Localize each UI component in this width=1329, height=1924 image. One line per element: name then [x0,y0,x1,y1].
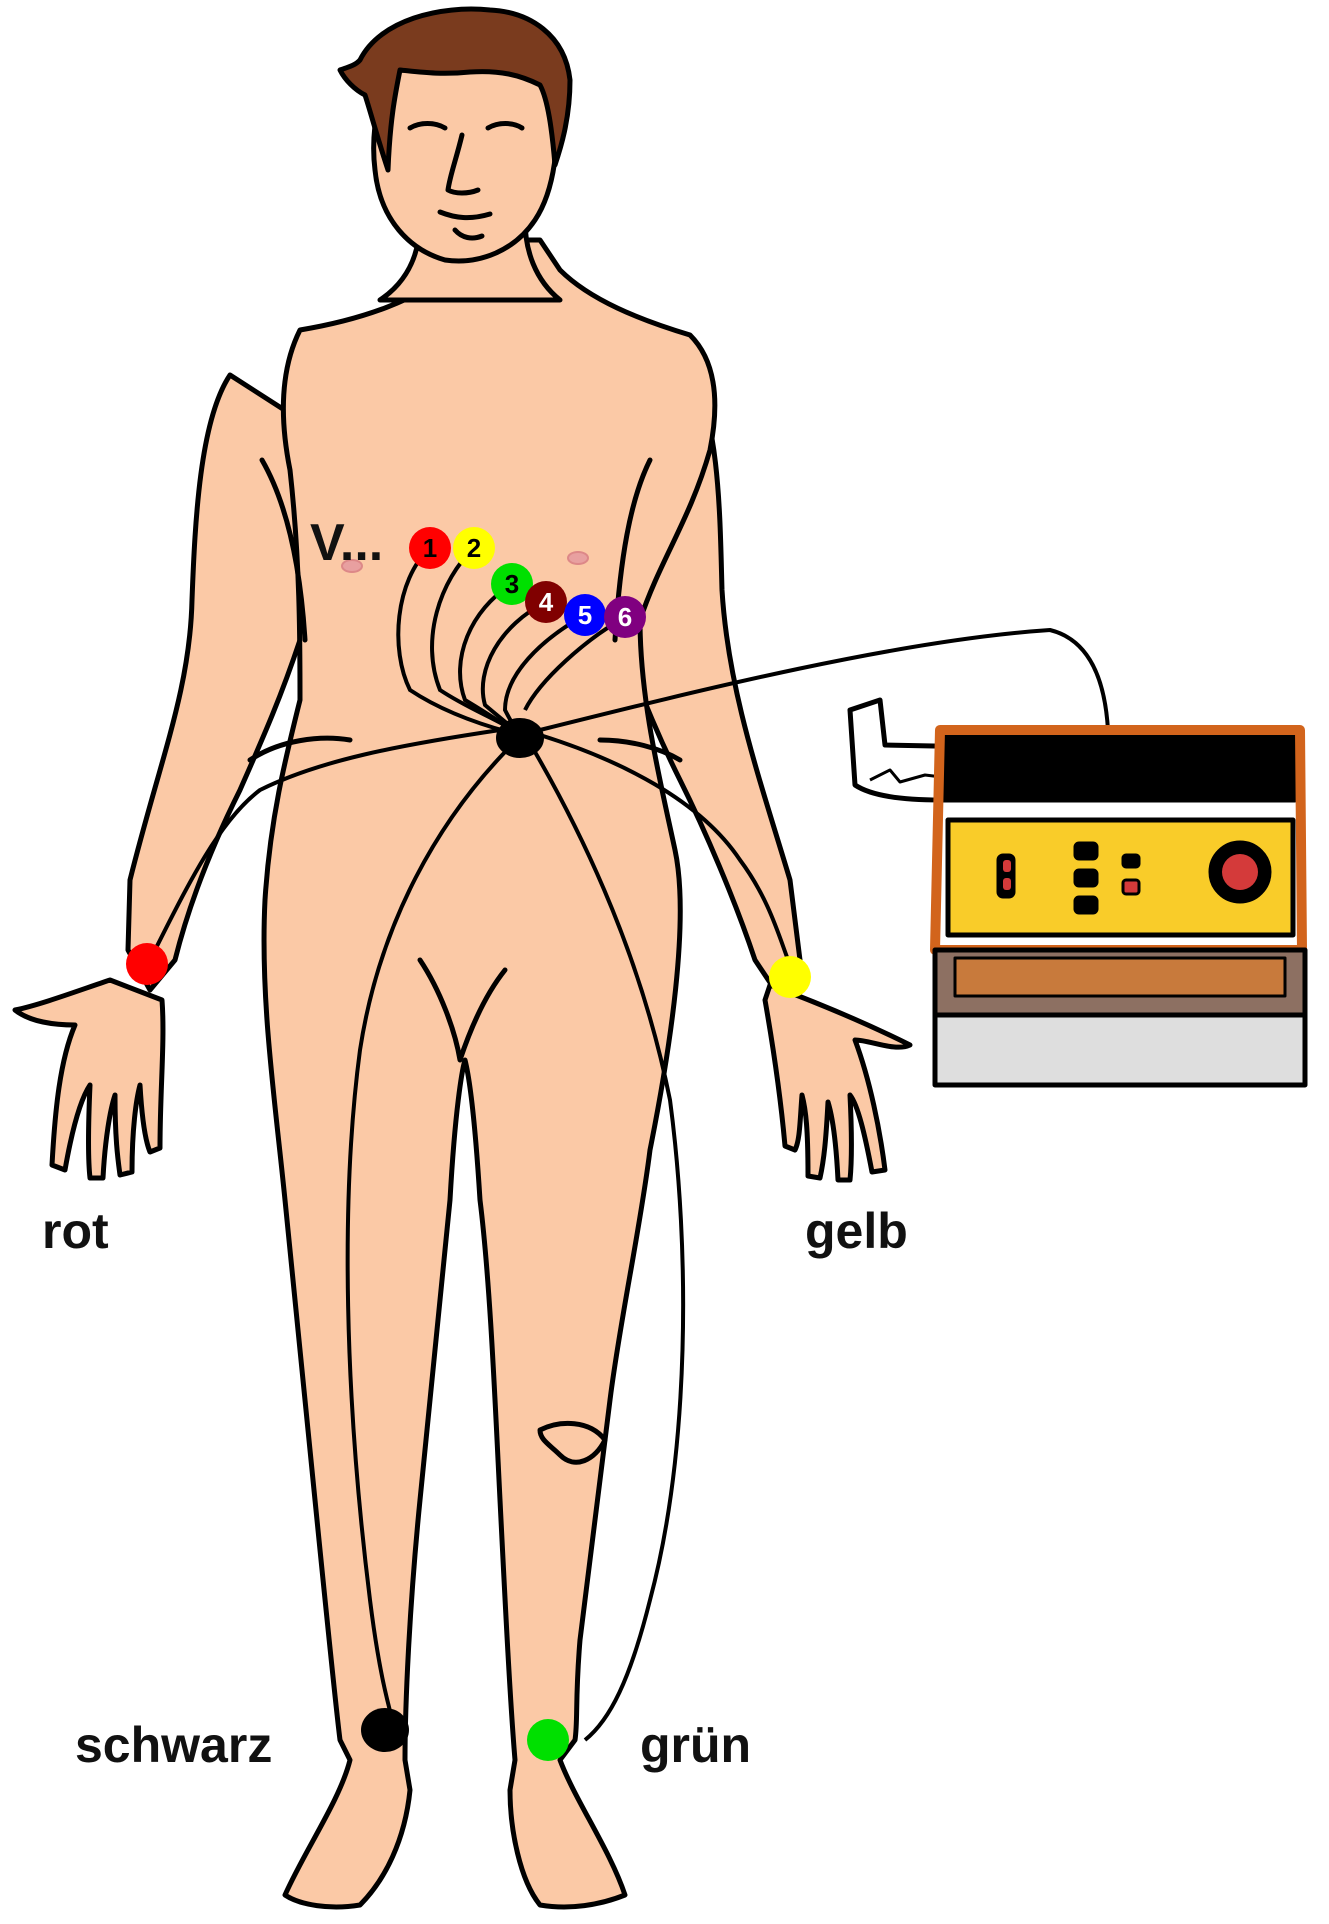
label-rot: rot [42,1203,109,1259]
torso-and-legs [264,240,715,1907]
chest-electrode-number: 2 [467,533,481,563]
left-hand [765,985,910,1180]
electrode-gruen [527,1719,569,1761]
label-gelb: gelb [805,1203,908,1259]
chest-electrode-number: 3 [505,569,519,599]
chest-electrode-v6: 6 [604,596,646,638]
ecg-recorder-icon [850,700,1305,1085]
chest-electrode-number: 1 [423,533,437,563]
nipple-left [568,552,588,564]
electrode-schwarz [361,1708,409,1752]
electrode-rot [126,943,168,985]
chest-electrode-number: 6 [618,602,632,632]
chest-electrode-number: 5 [578,600,592,630]
chest-electrode-v1: 1 [409,527,451,569]
chest-lead-prefix: V... [310,514,383,572]
cable-hub [498,720,542,756]
right-hand [15,980,163,1178]
label-schwarz: schwarz [75,1717,272,1773]
label-gruen: grün [640,1717,751,1773]
chest-electrode-v5: 5 [564,594,606,636]
electrode-gelb [769,956,811,998]
chest-electrode-v4: 4 [525,581,567,623]
device-base [935,1015,1305,1085]
chest-electrode-v2: 2 [453,527,495,569]
device-top-panel [945,735,1295,800]
chest-electrode-number: 4 [539,587,554,617]
